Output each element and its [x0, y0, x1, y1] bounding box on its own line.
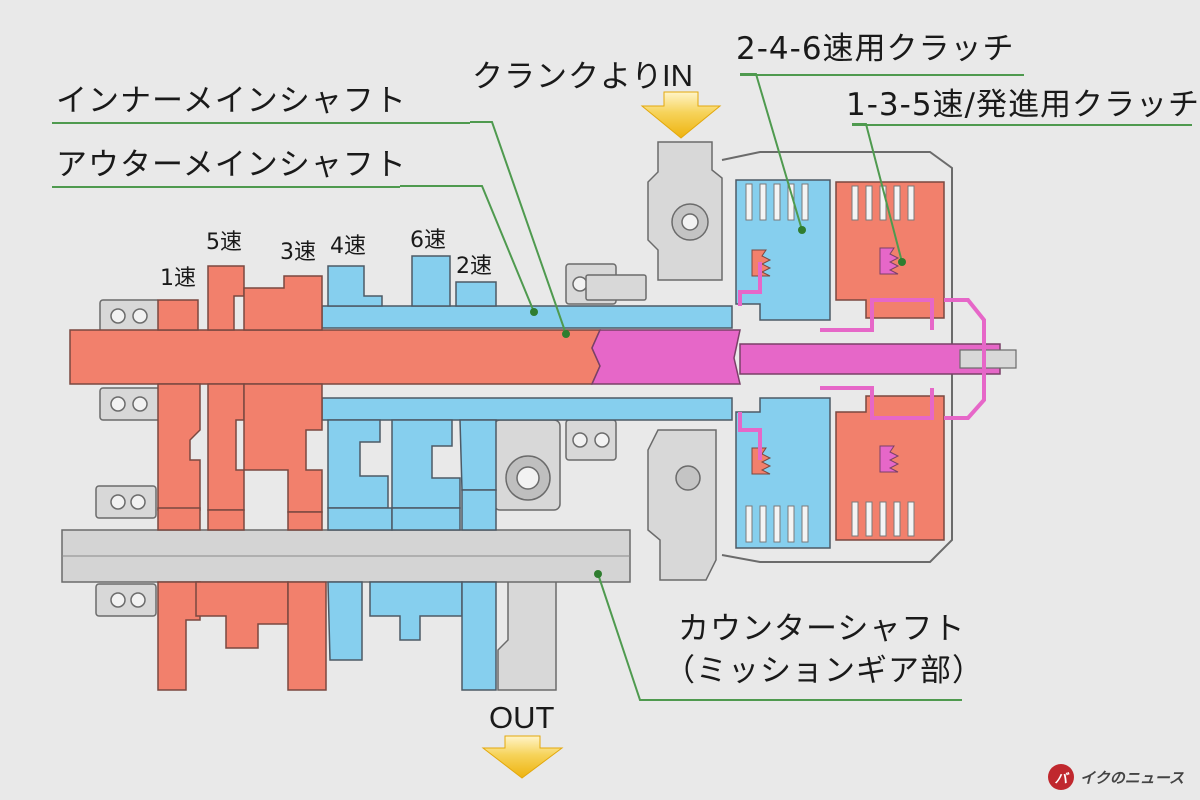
counter-gears	[157, 489, 497, 691]
watermark-text: イクのニュース	[1080, 768, 1184, 787]
inner-main-shaft-label: インナーメインシャフト	[56, 83, 407, 119]
leader-dots	[530, 226, 906, 578]
watermark: バ イクのニュース	[1048, 764, 1184, 790]
gear-6-label: 6速	[410, 228, 446, 253]
clutch-135	[835, 181, 945, 541]
even-gears-main	[327, 255, 497, 509]
input-label: IN	[662, 58, 693, 93]
outer-main-shaft	[321, 305, 733, 421]
gear-2-label: 2速	[456, 254, 492, 279]
inner-main-shaft-underline	[52, 122, 470, 124]
housing	[95, 141, 953, 691]
counter-shaft-label: カウンターシャフト	[678, 611, 966, 647]
bike-news-logo-icon: バ	[1048, 764, 1075, 790]
output-label: OUT	[489, 700, 555, 735]
gear-5-label: 5速	[206, 230, 242, 255]
clutch-246-underline	[740, 74, 1024, 76]
odd-gears-main	[157, 265, 323, 513]
clutch-135-underline	[852, 124, 1192, 126]
counter-shaft-sublabel: （ミッションギア部）	[664, 653, 984, 689]
gear-4-label: 4速	[330, 234, 366, 259]
counter-shaft	[61, 529, 631, 583]
outer-main-shaft-label: アウターメインシャフト	[56, 147, 407, 183]
crank-input-label: クランクより	[472, 59, 664, 95]
gear-3-label: 3速	[280, 240, 316, 265]
outer-main-shaft-underline	[52, 186, 400, 188]
output-arrow-icon	[481, 735, 564, 779]
inner-main-shaft	[69, 329, 1017, 385]
gear-1-label: 1速	[160, 266, 196, 291]
clutch-135-label: 1-3-5速/発進用クラッチ	[846, 87, 1200, 123]
input-arrow-icon	[640, 91, 722, 139]
oil-passages	[738, 262, 986, 460]
clutch-246-label: 2-4-6速用クラッチ	[736, 31, 1015, 67]
